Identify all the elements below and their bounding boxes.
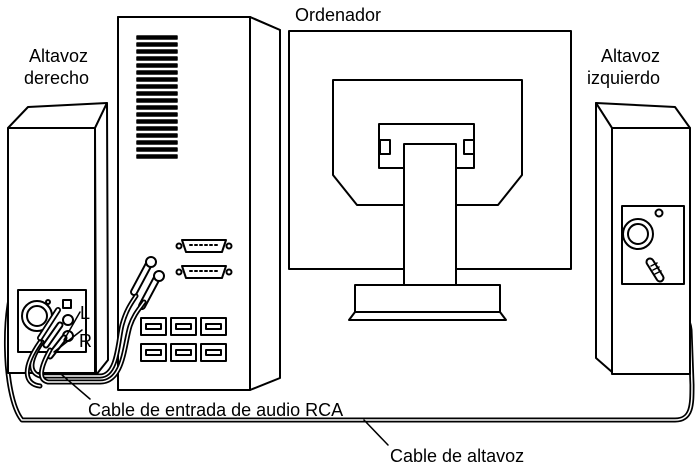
- channel-left-label: L: [80, 303, 90, 323]
- rca-cable-label: Cable de entrada de audio RCA: [88, 400, 343, 420]
- channel-right-label: R: [79, 331, 92, 351]
- right-speaker: [7, 102, 109, 376]
- tower-vents: [136, 35, 178, 159]
- right-speaker-label-line2: derecho: [24, 68, 89, 88]
- monitor-stand-neck: [403, 143, 457, 311]
- left-speaker-label-line1: Altavoz: [601, 46, 660, 66]
- leader-line-L: [63, 311, 81, 341]
- computer-tower: [117, 16, 281, 391]
- left-speaker-cable-plug: [645, 257, 665, 283]
- speaker-cable: [3, 269, 695, 423]
- computer-label: Ordenador: [295, 5, 381, 25]
- right-speaker-label-line1: Altavoz: [29, 46, 88, 66]
- leader-line-rca-cable: [61, 374, 91, 400]
- speaker-cable-label: Cable de altavoz: [390, 446, 524, 466]
- left-speaker-label-line2: izquierdo: [587, 68, 660, 88]
- right-speaker-rca-jack-top: [62, 314, 74, 326]
- monitor-stand-base: [354, 284, 501, 313]
- tower-usb-ports: [140, 317, 227, 362]
- left-speaker: [595, 102, 691, 375]
- leader-line-R: [53, 329, 83, 353]
- leader-line-speaker-cable: [363, 419, 389, 446]
- tower-dsub-port-1: [175, 239, 233, 253]
- tower-dsub-port-2: [175, 265, 233, 279]
- monitor: [288, 30, 572, 321]
